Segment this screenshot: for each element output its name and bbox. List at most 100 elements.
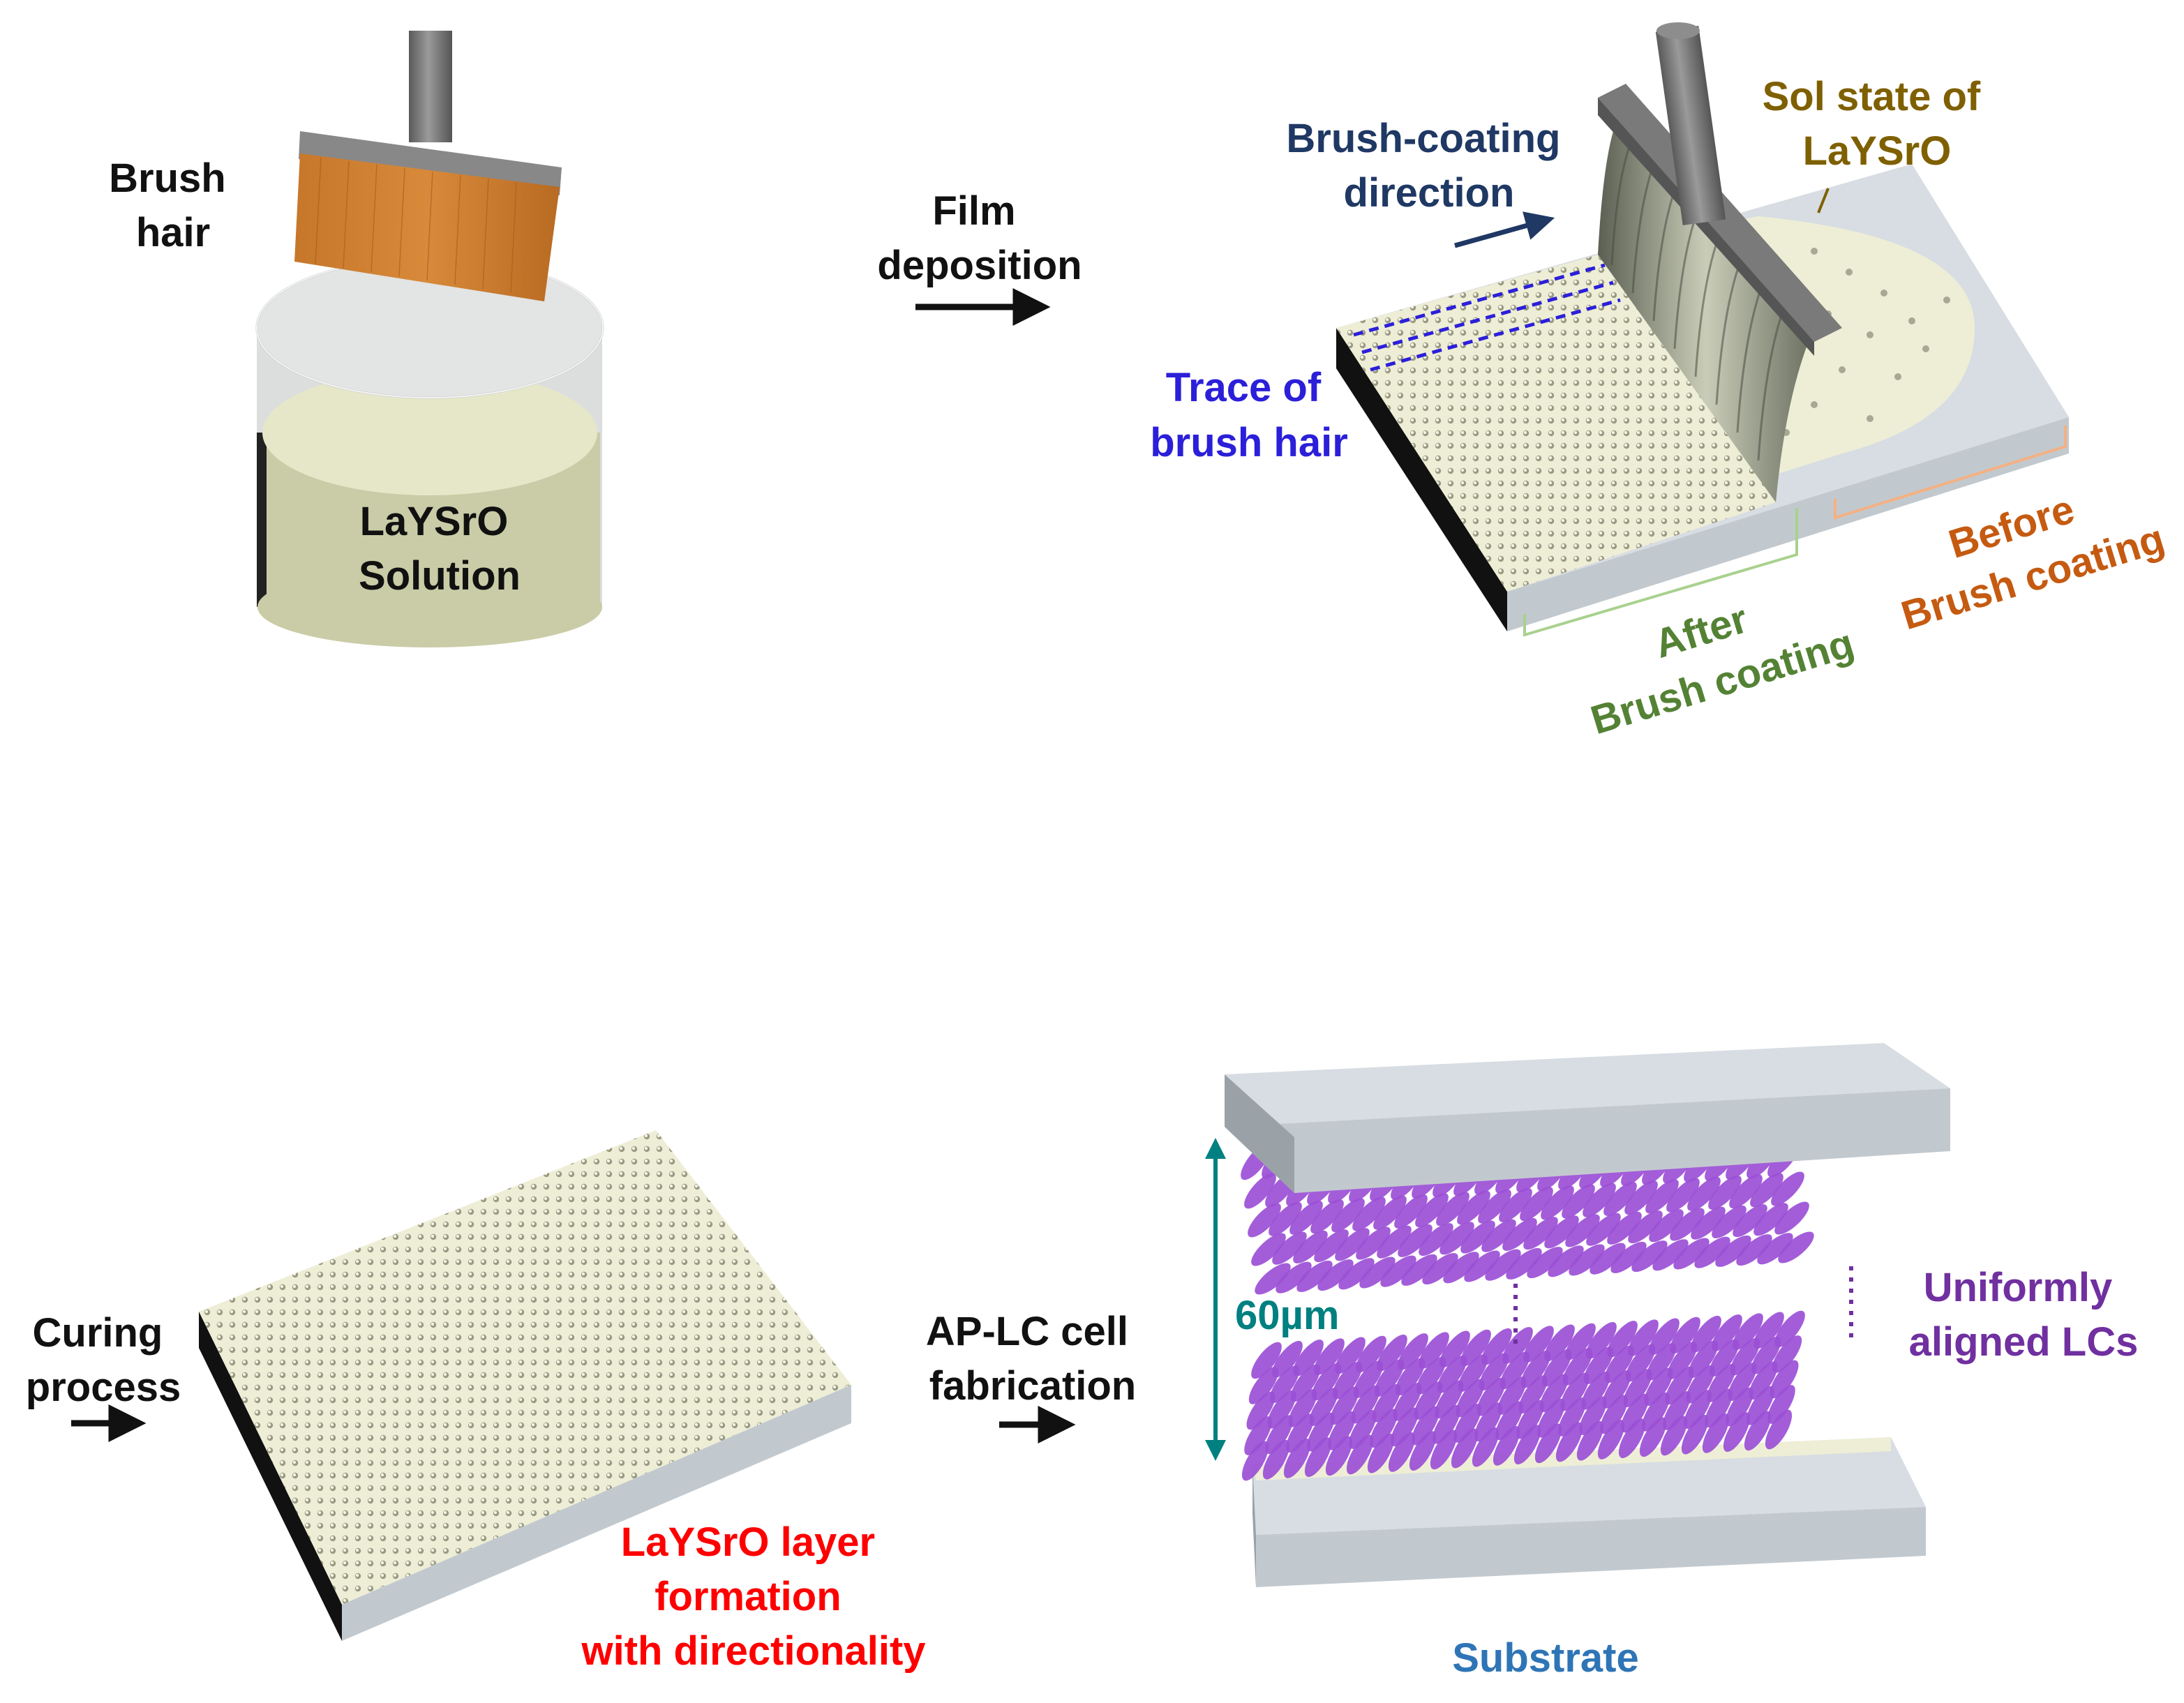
lc-molecule — [1296, 1260, 1333, 1292]
lc-molecule — [1307, 1412, 1335, 1452]
lc-molecule — [1356, 1335, 1386, 1373]
lc-molecule — [1314, 1229, 1349, 1263]
aligned-line-1: Uniformly — [1924, 1265, 2113, 1310]
lc-molecule — [1642, 1392, 1670, 1432]
lc-molecule — [1335, 1337, 1366, 1374]
lc-molecule — [1663, 1391, 1691, 1430]
brush-hair-label: Brush hair — [109, 156, 237, 255]
lc-molecule — [1246, 1391, 1276, 1430]
lc-molecule — [1314, 1338, 1345, 1375]
lc-molecule — [1499, 1351, 1530, 1390]
cell-gap-label: 60µm — [1235, 1293, 1340, 1338]
lc-molecule — [1586, 1321, 1617, 1359]
lc-molecule — [1624, 1180, 1658, 1215]
lc-molecule — [1607, 1211, 1642, 1245]
lc-molecule — [1276, 1261, 1312, 1293]
lc-molecule — [1583, 1183, 1616, 1217]
lc-molecule — [1604, 1345, 1635, 1383]
lc-molecule — [1753, 1312, 1784, 1349]
lc-molecule — [1391, 1407, 1419, 1447]
film-deposition-line-1: Film — [932, 188, 1015, 234]
brush-illustration — [294, 31, 562, 301]
lc-molecule — [1534, 1423, 1562, 1464]
lc-molecule — [1311, 1363, 1342, 1401]
lc-molecule — [1451, 1428, 1479, 1469]
lc-molecule — [1331, 1198, 1365, 1233]
lc-molecule — [1730, 1337, 1760, 1376]
lc-molecule — [1513, 1425, 1541, 1464]
lc-molecule — [1691, 1315, 1721, 1353]
lc-molecule — [1770, 1360, 1799, 1399]
lc-molecule — [1367, 1433, 1395, 1473]
lc-molecule — [1398, 1333, 1428, 1370]
lc-molecule — [1670, 1316, 1700, 1354]
lc-molecule — [1694, 1236, 1730, 1268]
lc-molecule — [1548, 1245, 1584, 1277]
beaker-illustration — [255, 257, 604, 647]
lc-molecule — [1351, 1385, 1380, 1424]
brush-coating-direction-arrow — [1454, 211, 1555, 248]
lc-molecule — [1628, 1319, 1659, 1356]
lc-molecule — [1394, 1194, 1428, 1229]
lc-molecule — [1436, 1192, 1469, 1226]
lc-molecule — [1753, 1203, 1788, 1236]
lc-molecule — [1520, 1350, 1551, 1388]
lc-molecule — [1457, 1190, 1490, 1225]
lc-molecule — [1774, 1201, 1809, 1235]
lc-molecule — [1771, 1171, 1804, 1206]
lc-molecule — [1576, 1420, 1604, 1461]
lc-molecule — [1388, 1432, 1416, 1472]
lc-molecule — [1649, 1209, 1684, 1243]
lc-molecule — [1310, 1199, 1344, 1234]
lc-molecule — [1733, 1204, 1767, 1238]
lc-molecule — [1518, 1375, 1548, 1413]
lc-molecule — [1244, 1416, 1272, 1455]
lc-molecule — [1686, 1365, 1715, 1404]
lc-molecule — [1393, 1383, 1422, 1421]
lc-molecule — [1565, 1214, 1600, 1247]
lc-molecule — [1502, 1327, 1533, 1364]
lc-molecule — [1332, 1361, 1363, 1400]
lc-molecule — [1597, 1420, 1625, 1460]
lc-molecule — [1288, 1389, 1317, 1427]
lc-molecule — [1705, 1388, 1733, 1428]
lc-molecule — [1460, 1220, 1495, 1254]
film-deposition-label: Film deposition — [877, 188, 1082, 288]
lc-molecule — [1687, 1176, 1721, 1211]
lc-molecule — [1555, 1422, 1583, 1462]
lc-molecule — [1395, 1358, 1426, 1396]
sol-state-label: Sol state of LaYSrO — [1763, 74, 1992, 174]
lc-molecule — [1621, 1393, 1649, 1433]
lc-molecule — [1272, 1340, 1303, 1378]
lc-molecule — [1499, 1187, 1532, 1222]
lc-molecule — [1707, 1364, 1736, 1402]
lc-molecule — [1409, 1431, 1437, 1471]
lc-molecule — [1539, 1374, 1569, 1413]
lc-molecule — [1666, 1178, 1700, 1213]
lc-molecule — [1728, 1363, 1757, 1401]
lc-molecule — [1493, 1426, 1520, 1466]
lc-molecule — [1667, 1342, 1698, 1379]
lc-molecule — [1708, 1175, 1742, 1210]
lc-molecule — [1726, 1387, 1753, 1427]
lc-molecule — [1628, 1210, 1663, 1244]
lc-molecule — [1747, 1386, 1774, 1425]
brush-hair-line-2: hair — [136, 210, 210, 255]
lc-molecule — [1523, 1217, 1558, 1250]
lc-molecule — [1419, 1332, 1449, 1369]
lc-molecule — [1478, 1189, 1511, 1224]
lc-molecule — [1485, 1249, 1521, 1281]
lc-molecule — [1772, 1335, 1802, 1373]
lc-molecule — [1370, 1409, 1398, 1448]
lc-molecule — [1422, 1253, 1458, 1285]
before-coating-bracket — [1834, 426, 2067, 520]
lc-molecule — [1317, 1259, 1354, 1291]
lc-molecule — [1330, 1386, 1359, 1425]
lc-cell-illustration — [1225, 1043, 1950, 1587]
lc-molecule — [1415, 1193, 1449, 1228]
trace-line-1: Trace of — [1166, 365, 1322, 410]
lc-molecule — [1757, 1233, 1793, 1265]
lc-molecule — [1670, 1208, 1705, 1241]
lc-molecule — [1541, 1349, 1572, 1387]
lc-molecule — [1430, 1430, 1458, 1470]
